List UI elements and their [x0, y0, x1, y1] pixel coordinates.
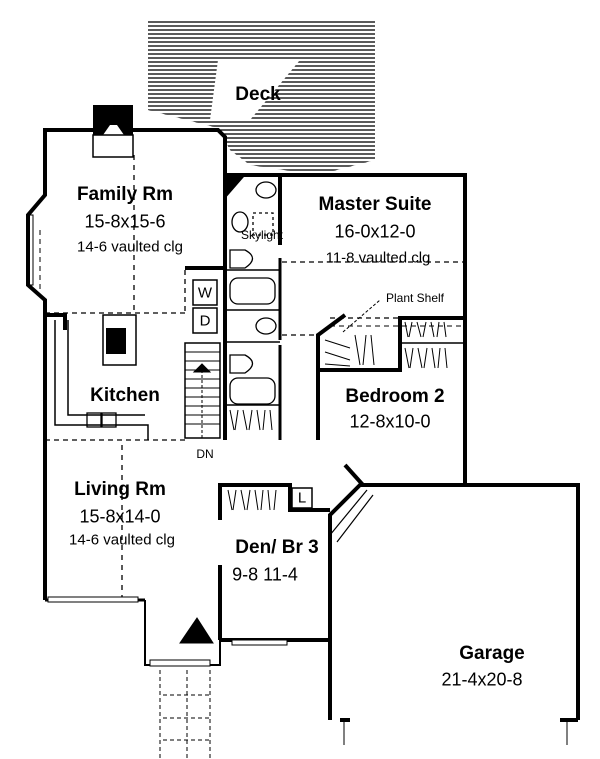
den-label: Den/ Br 3	[235, 537, 319, 558]
family-room-label: Family Rm	[76, 184, 174, 205]
walls	[26, 128, 580, 759]
den-size: 9-8 11-4	[232, 564, 298, 585]
family-room-size: 15-8x15-6	[84, 211, 166, 232]
kitchen-label: Kitchen	[90, 385, 160, 406]
bedroom-2-size: 12-8x10-0	[349, 411, 431, 432]
living-room-label: Living Rm	[74, 479, 166, 500]
master-suite-label: Master Suite	[318, 194, 432, 215]
family-room-ceiling: 14-6 vaulted clg	[77, 238, 183, 256]
stairs-down-label: DN	[196, 447, 214, 461]
master-suite-size: 16-0x12-0	[334, 221, 416, 242]
linen-closet-label: L	[297, 489, 307, 507]
living-room-ceiling: 14-6 vaulted clg	[69, 531, 175, 549]
plant-shelf-label: Plant Shelf	[385, 291, 445, 305]
skylight-label: Skylight	[240, 228, 284, 242]
master-suite-ceiling: 11-8 vaulted clg	[325, 249, 431, 267]
bedroom-2-label: Bedroom 2	[345, 386, 445, 407]
washer-label: W	[197, 284, 213, 302]
garage-size: 21-4x20-8	[441, 669, 523, 690]
deck-label: Deck	[235, 84, 281, 105]
garage-label: Garage	[459, 643, 525, 664]
dryer-label: D	[199, 312, 211, 330]
living-room-size: 15-8x14-0	[79, 506, 161, 527]
